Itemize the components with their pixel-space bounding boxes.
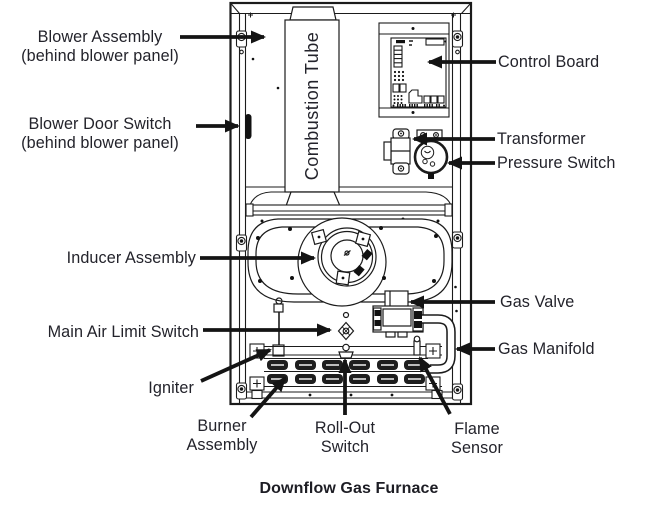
control-board	[378, 22, 450, 118]
label-flame-sensor: Flame Sensor	[402, 420, 552, 458]
arrow-igniter	[200, 348, 272, 383]
label-line: Gas Valve	[500, 293, 575, 311]
label-line: Pressure Switch	[497, 154, 616, 172]
gas-manifold	[422, 314, 456, 374]
label-line: Assembly	[186, 436, 258, 454]
label-pressure-switch: Pressure Switch	[497, 154, 615, 173]
arrow-flame-sensor	[418, 356, 452, 415]
label-line: (behind blower panel)	[21, 134, 179, 152]
label-main-air-limit-switch: Main Air Limit Switch	[0, 323, 199, 342]
label-transformer: Transformer	[497, 130, 586, 149]
inducer-assembly	[247, 217, 453, 307]
label-control-board: Control Board	[498, 53, 599, 72]
label-line: Inducer Assembly	[66, 249, 196, 267]
label-burner-assembly: Burner Assembly	[147, 417, 297, 455]
label-gas-valve: Gas Valve	[500, 293, 574, 312]
main-air-limit-switch	[337, 311, 355, 341]
label-line: Gas Manifold	[498, 340, 595, 358]
label-line: Blower Door Switch	[28, 115, 172, 133]
label-blower-assembly: Blower Assembly (behind blower panel)	[0, 28, 200, 66]
label-line: Sensor	[451, 439, 503, 457]
label-line: Main Air Limit Switch	[47, 323, 199, 341]
label-line: Roll-Out	[314, 419, 376, 437]
combustion-tube: Combustion Tube	[284, 6, 341, 207]
caption-text: Downflow Gas Furnace	[259, 480, 439, 497]
label-line: Blower Assembly	[37, 28, 163, 46]
igniter	[272, 297, 285, 357]
label-line: Flame	[454, 420, 500, 438]
label-line: Transformer	[497, 130, 586, 148]
label-line: (behind blower panel)	[21, 47, 179, 65]
label-inducer-assembly: Inducer Assembly	[0, 249, 196, 268]
label-line: Igniter	[148, 379, 194, 397]
label-line: Control Board	[498, 53, 600, 71]
label-line: Burner	[197, 417, 247, 435]
label-line: Switch	[320, 438, 370, 456]
gas-valve	[372, 290, 424, 338]
arrow-burner-assembly	[249, 376, 287, 419]
flame-sensor	[413, 335, 421, 356]
blower-door-switch	[245, 114, 252, 139]
label-roll-out-switch: Roll-Out Switch	[270, 419, 420, 457]
combustion-tube-label: Combustion Tube	[302, 32, 322, 181]
leader-arrows	[180, 30, 496, 419]
label-gas-manifold: Gas Manifold	[498, 340, 595, 359]
label-igniter: Igniter	[0, 379, 194, 398]
diagram-caption: Downflow Gas Furnace	[223, 479, 475, 498]
label-blower-door-switch: Blower Door Switch (behind blower panel)	[0, 115, 200, 153]
transformer	[383, 128, 411, 175]
